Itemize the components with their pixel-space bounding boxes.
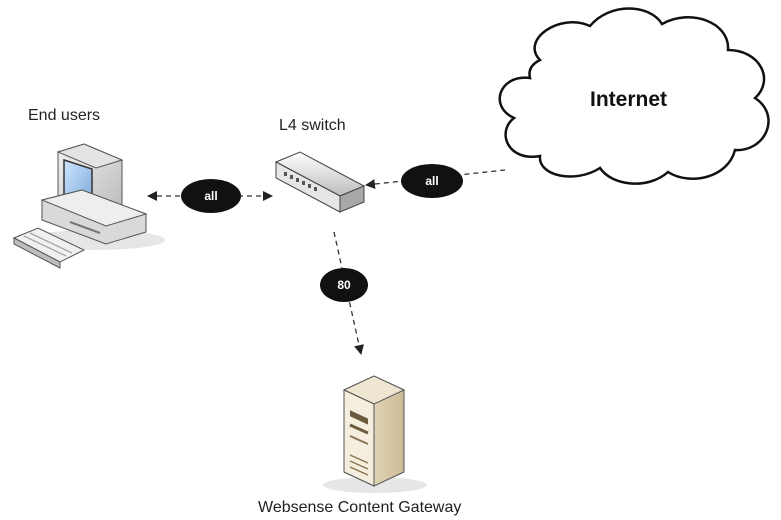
internet-label: Internet bbox=[590, 88, 667, 111]
end-user-computer-icon bbox=[12, 143, 165, 269]
l4-switch-label: L4 switch bbox=[279, 117, 346, 134]
users-switch-badge-text: all bbox=[204, 189, 217, 203]
switch-gateway-badge: 80 bbox=[320, 268, 368, 302]
l4-switch-icon bbox=[274, 151, 366, 213]
internet-cloud-icon bbox=[498, 7, 770, 185]
switch-internet-badge-text: all bbox=[425, 174, 438, 188]
users-switch-badge: all bbox=[181, 179, 241, 213]
gateway-label: Websense Content Gateway bbox=[258, 499, 461, 516]
gateway-server-icon bbox=[323, 375, 427, 493]
end-users-label: End users bbox=[28, 107, 100, 124]
switch-gateway-badge-text: 80 bbox=[337, 278, 351, 292]
switch-gateway-arrow bbox=[333, 231, 364, 355]
switch-internet-badge: all bbox=[401, 164, 463, 198]
